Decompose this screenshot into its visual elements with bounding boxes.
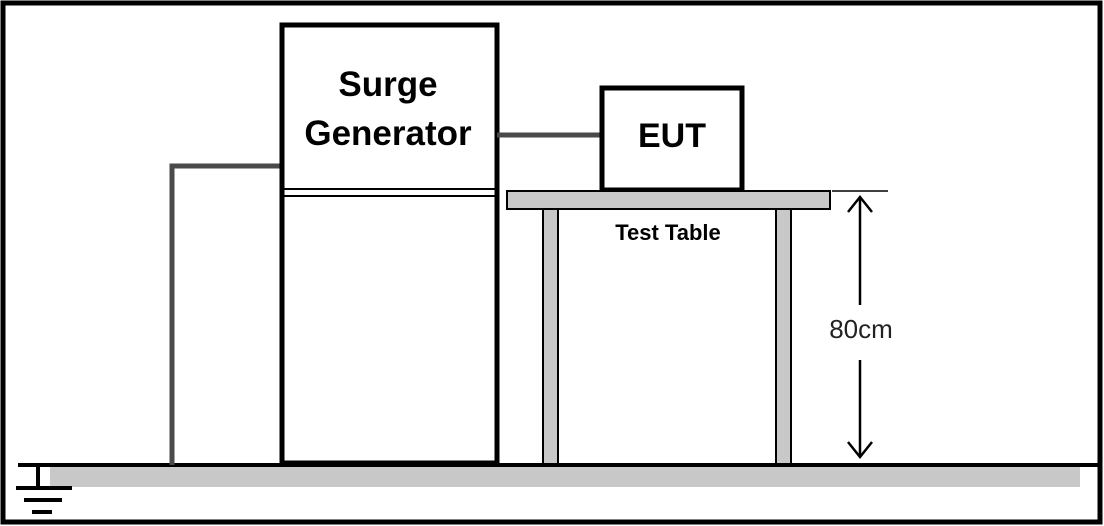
surge-generator: Surge Generator [279, 22, 500, 466]
earth-ground-icon [16, 465, 72, 514]
surge-generator-label-line2: Generator [304, 114, 472, 153]
test-table-label: Test Table [615, 220, 721, 245]
arrow-down-icon [847, 441, 873, 460]
surge-generator-box [279, 22, 500, 466]
test-table-top [506, 190, 831, 210]
surge-generator-label-line1: Surge [338, 65, 437, 104]
arrow-up-icon [847, 194, 873, 213]
test-table-leg-left [542, 208, 559, 465]
test-table-leg-right [775, 208, 792, 465]
ground-wire [169, 163, 282, 465]
height-dimension: 80cm [829, 190, 893, 460]
eut-label: EUT [638, 117, 706, 155]
height-label: 80cm [829, 314, 893, 344]
ground-plane [50, 465, 1080, 487]
eut: EUT [599, 85, 745, 193]
test-table: Test Table [506, 190, 831, 465]
